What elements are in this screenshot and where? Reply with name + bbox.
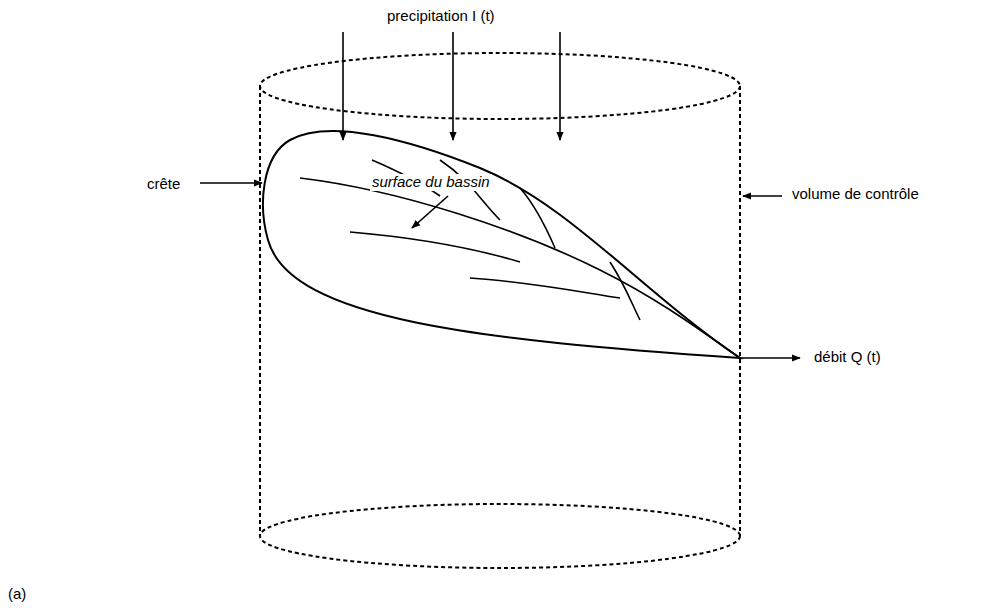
drainage-network	[300, 160, 740, 358]
precipitation-arrows	[343, 32, 560, 140]
crest-label: crête	[145, 176, 182, 193]
basin-surface	[263, 131, 740, 358]
basin-label: surface du bassin	[370, 174, 492, 191]
control-volume	[260, 53, 740, 568]
discharge-label: débit Q (t)	[812, 349, 883, 366]
figure-tag: (a)	[6, 586, 28, 603]
leader-arrows	[200, 183, 800, 358]
precipitation-label: precipitation I (t)	[385, 8, 497, 25]
control-volume-label: volume de contrôle	[790, 186, 921, 203]
